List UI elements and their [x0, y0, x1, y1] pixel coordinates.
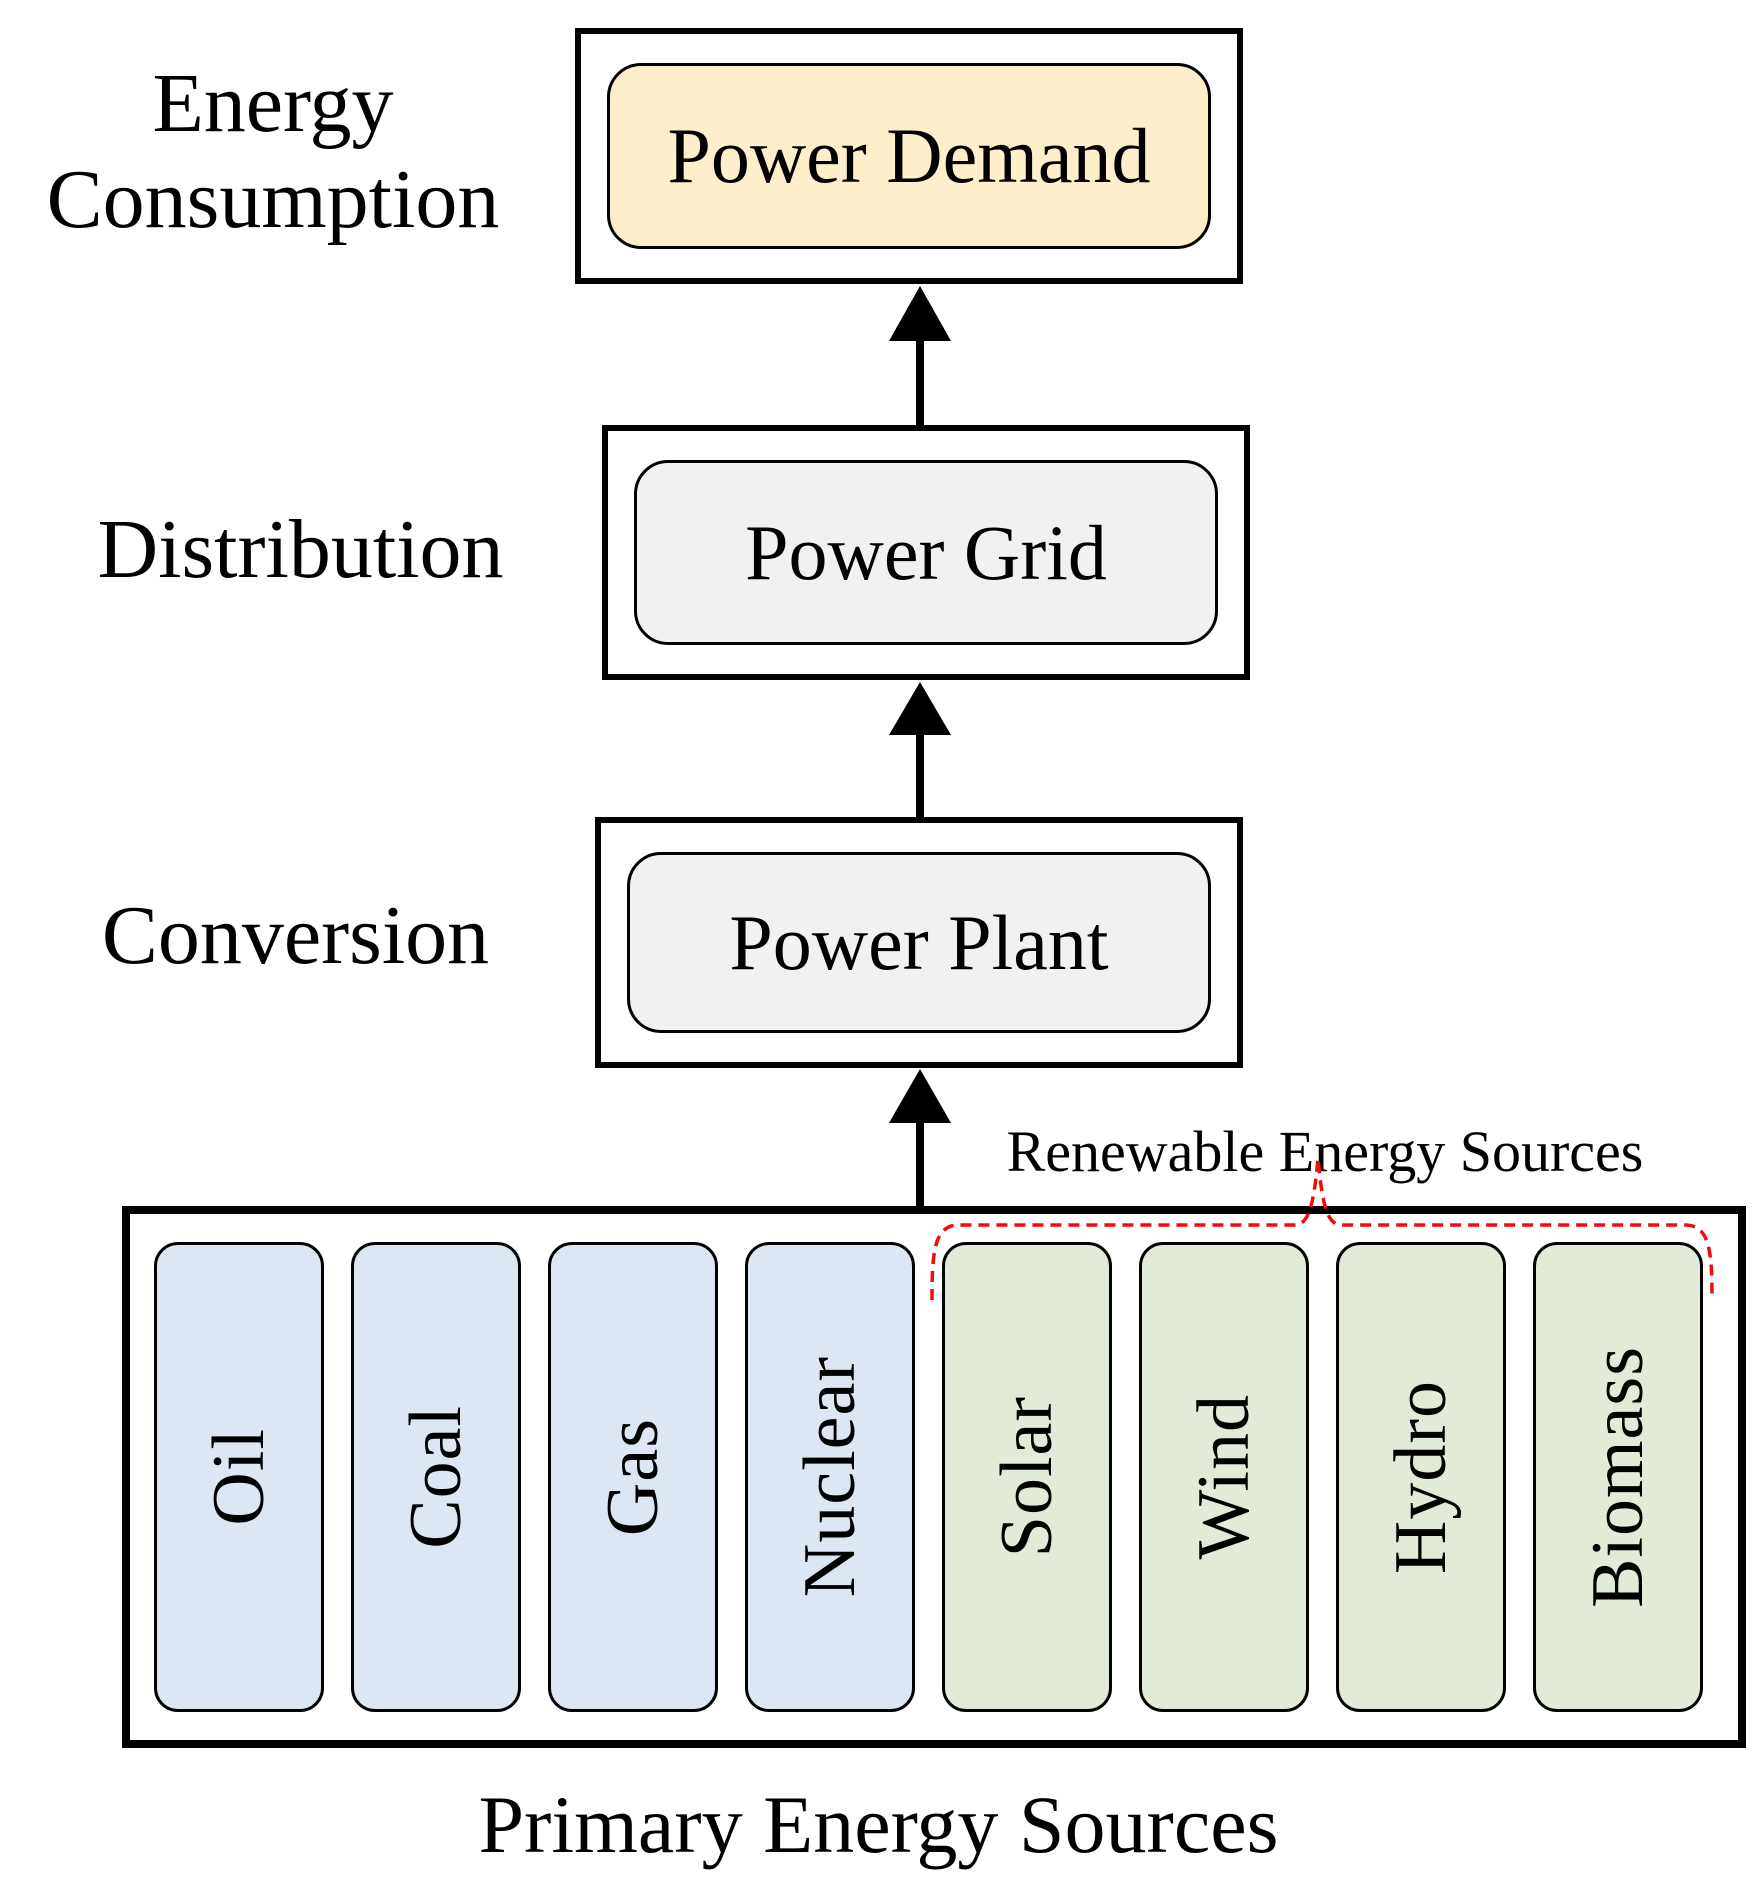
source-label: Oil: [197, 1428, 280, 1526]
source-box-gas: Gas: [548, 1242, 718, 1712]
source-label: Wind: [1182, 1394, 1265, 1560]
flow-arrow-grid-to-demand: [889, 286, 951, 427]
source-box-hydro: Hydro: [1336, 1242, 1506, 1712]
power-grid-node: Power Grid: [602, 425, 1250, 680]
source-box-oil: Oil: [154, 1242, 324, 1712]
stage-label-energy-consumption: Energy Consumption: [28, 56, 518, 248]
renewable-group-label: Renewable Energy Sources: [1006, 1119, 1644, 1184]
power-grid-box: Power Grid: [634, 460, 1218, 645]
source-label: Biomass: [1576, 1346, 1659, 1608]
source-label: Solar: [985, 1396, 1068, 1558]
source-box-coal: Coal: [351, 1242, 521, 1712]
stage-label-line2: Consumption: [46, 153, 500, 246]
power-demand-box: Power Demand: [607, 63, 1211, 249]
primary-sources-caption: Primary Energy Sources: [478, 1779, 1279, 1870]
stage-label-line1: Energy: [152, 57, 394, 150]
source-label: Coal: [394, 1405, 477, 1549]
source-box-wind: Wind: [1139, 1242, 1309, 1712]
stage-label-conversion: Conversion: [101, 889, 490, 982]
renewable-brace: [930, 1157, 1714, 1301]
power-plant-box: Power Plant: [627, 852, 1211, 1033]
source-box-biomass: Biomass: [1533, 1242, 1703, 1712]
source-box-nuclear: Nuclear: [745, 1242, 915, 1712]
source-box-solar: Solar: [942, 1242, 1112, 1712]
flow-arrow-sources-to-plant: [889, 1069, 951, 1208]
source-label: Nuclear: [788, 1356, 871, 1598]
primary-sources-container: Oil Coal Gas Nuclear Solar Wind Hydro Bi…: [122, 1206, 1746, 1748]
stage-label-distribution: Distribution: [97, 503, 504, 596]
power-plant-node: Power Plant: [595, 817, 1243, 1068]
source-label: Hydro: [1379, 1379, 1462, 1575]
power-demand-node: Power Demand: [575, 28, 1243, 284]
source-label: Gas: [591, 1417, 674, 1537]
flow-arrow-plant-to-grid: [889, 682, 951, 819]
